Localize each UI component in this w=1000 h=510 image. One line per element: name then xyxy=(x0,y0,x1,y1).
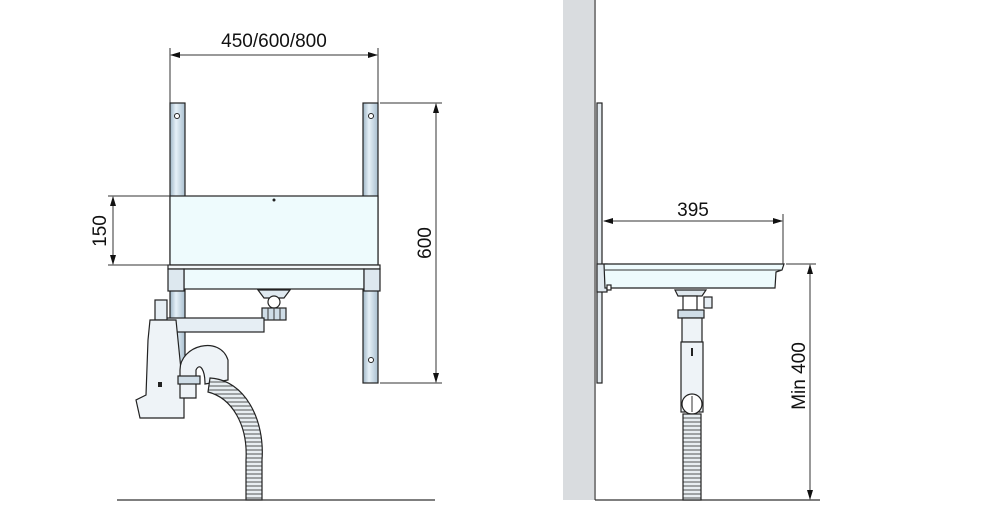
wall xyxy=(563,0,594,500)
sink-side xyxy=(596,263,785,293)
frame-height-label: 600 xyxy=(415,227,436,259)
min-height-dimension: Min 400 xyxy=(786,263,816,500)
width-dimension: 450/600/800 xyxy=(169,31,379,103)
flexible-hose xyxy=(207,377,263,501)
depth-dimension: 395 xyxy=(603,200,784,264)
frame-height-dimension: 600 xyxy=(380,102,442,384)
depth-label: 395 xyxy=(677,200,709,221)
front-view: 450/600/800 xyxy=(90,31,442,501)
width-dimension-label: 450/600/800 xyxy=(221,31,327,52)
side-view: 395 Min 400 xyxy=(563,0,820,501)
drain-outlet xyxy=(256,289,292,321)
siphon xyxy=(135,299,229,419)
panel-height-dimension: 150 xyxy=(90,195,170,266)
drain-pipe-side xyxy=(674,289,713,501)
min-height-label: Min 400 xyxy=(789,342,810,410)
panel-height-label: 150 xyxy=(90,215,111,247)
sink-front-panel xyxy=(169,195,379,266)
